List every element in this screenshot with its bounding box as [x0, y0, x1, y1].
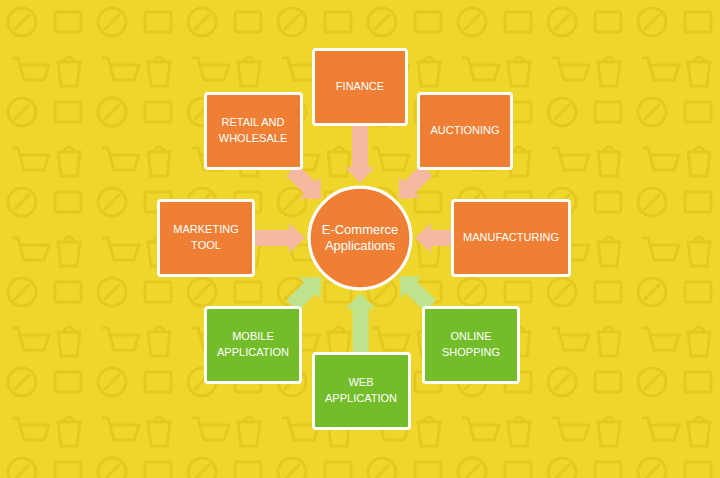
application-box: MANUFACTURING [451, 199, 571, 277]
node-label: FINANCE [336, 79, 384, 95]
application-box: MARKETING TOOL [157, 199, 255, 277]
application-box: MOBILE APPLICATION [204, 306, 302, 384]
block-arrow [345, 126, 375, 183]
block-arrow [415, 223, 451, 253]
node-label: WEB APPLICATION [323, 375, 400, 407]
block-arrow [255, 223, 305, 253]
node-label: E-Commerce Applications [317, 222, 403, 255]
application-box: WEB APPLICATION [312, 352, 411, 430]
node-label: MANUFACTURING [463, 230, 559, 246]
node-label: ONLINE SHOPPING [433, 329, 509, 361]
block-arrow [345, 293, 375, 352]
application-box: RETAIL AND WHOLESALE [204, 92, 303, 170]
node-label: MOBILE APPLICATION [215, 329, 291, 361]
application-box: ONLINE SHOPPING [422, 306, 520, 384]
application-box: FINANCE [312, 48, 408, 126]
application-box: AUCTIONING [417, 92, 513, 170]
center-circle: E-Commerce Applications [307, 185, 413, 291]
node-label: AUCTIONING [430, 123, 499, 139]
node-label: MARKETING TOOL [168, 222, 244, 254]
node-label: RETAIL AND WHOLESALE [215, 115, 292, 147]
